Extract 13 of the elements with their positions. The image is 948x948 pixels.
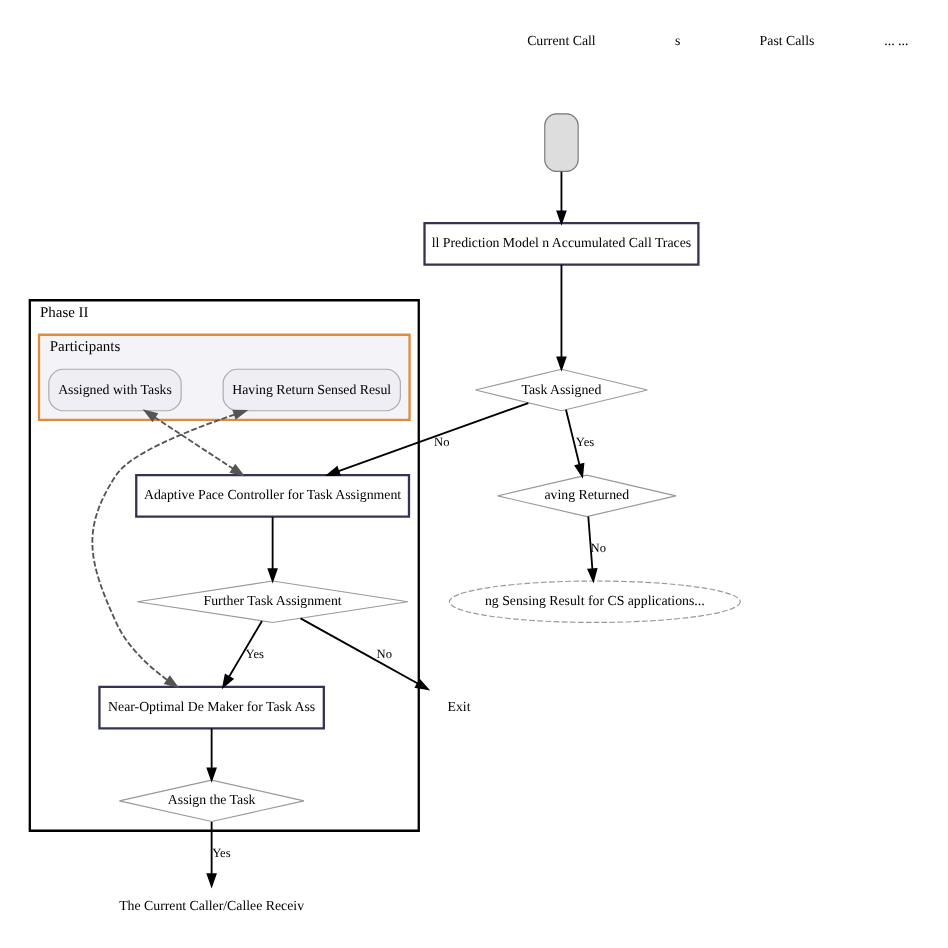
arrow bbox=[221, 620, 263, 690]
arrow bbox=[142, 409, 246, 477]
arrow bbox=[206, 727, 217, 783]
arrow bbox=[556, 170, 567, 226]
arrow bbox=[91, 409, 249, 689]
arrow bbox=[324, 402, 530, 476]
arrow bbox=[587, 515, 598, 584]
arrow bbox=[267, 516, 278, 584]
arrow bbox=[565, 408, 585, 479]
arrow bbox=[299, 617, 431, 691]
arrow bbox=[556, 263, 567, 372]
node-box bbox=[544, 113, 579, 172]
arrow bbox=[206, 821, 217, 889]
